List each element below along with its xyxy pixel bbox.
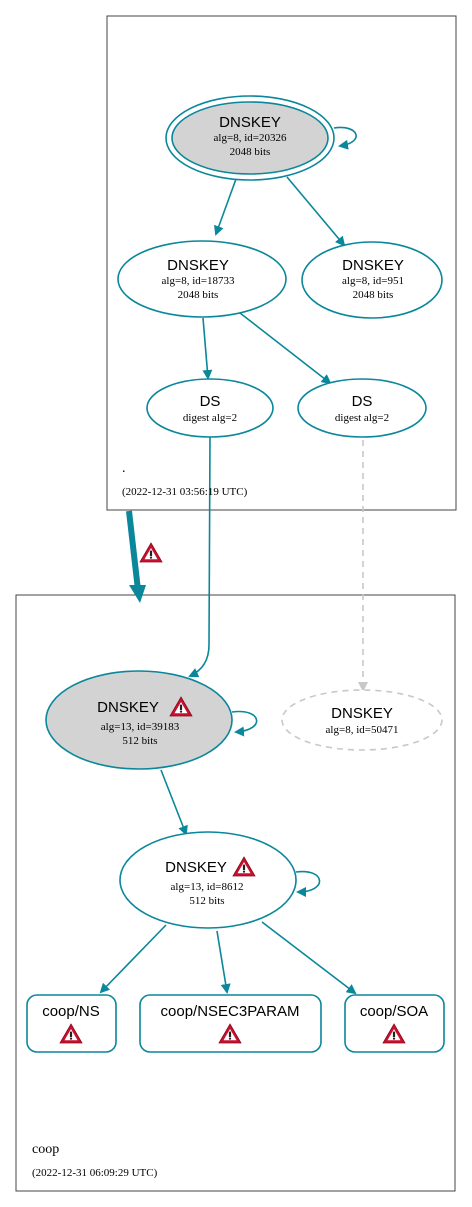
node-bits: 2048 bits <box>353 289 394 301</box>
node-dnskey-951: DNSKEY alg=8, id=951 2048 bits <box>301 241 443 319</box>
node-bits: 512 bits <box>122 735 157 747</box>
edge-8612-nsec3param <box>216 930 231 994</box>
node-detail: alg=13, id=8612 <box>171 881 244 893</box>
edge-18733-ds2 <box>239 312 332 385</box>
delegation-edge <box>126 510 141 591</box>
node-title: DS <box>200 393 221 410</box>
node-ds-1: DS digest alg=2 <box>146 378 274 438</box>
node-ds-2: DS digest alg=2 <box>297 378 427 438</box>
node-dnskey-50471-missing: DNSKEY alg=8, id=50471 <box>281 689 443 751</box>
node-dnskey-8612: DNSKEY alg=13, id=8612 512 bits <box>119 831 297 929</box>
rrset-coop-ns: coop/NS <box>26 994 117 1053</box>
node-detail: digest alg=2 <box>335 412 389 424</box>
node-dnskey-39183: DNSKEY alg=13, id=39183 512 bits <box>45 670 233 770</box>
edge-8612-soa <box>261 921 357 995</box>
rrset-label: coop/SOA <box>360 1003 428 1020</box>
node-title: DS <box>352 393 373 410</box>
edge-20326-18733 <box>214 178 237 236</box>
node-detail: alg=8, id=18733 <box>162 275 235 287</box>
node-bits: 512 bits <box>189 895 224 907</box>
node-title: DNSKEY <box>331 705 393 722</box>
node-dnskey-18733: DNSKEY alg=8, id=18733 2048 bits <box>117 240 287 318</box>
delegation-arrowhead <box>129 585 146 603</box>
edge-20326-951 <box>286 176 346 247</box>
node-bits: 2048 bits <box>178 289 219 301</box>
node-detail: alg=8, id=50471 <box>326 724 399 736</box>
edge-self-8612 <box>295 870 321 897</box>
edge-18733-ds1 <box>202 317 213 380</box>
rrset-label: coop/NS <box>42 1003 100 1020</box>
node-detail: alg=8, id=951 <box>342 275 404 287</box>
edge-39183-8612 <box>160 769 188 836</box>
edge-self-39183 <box>231 710 258 737</box>
node-dnskey-20326: DNSKEY alg=8, id=20326 2048 bits <box>165 95 335 181</box>
delegation-warning-icon <box>139 542 163 563</box>
node-detail: digest alg=2 <box>183 412 237 424</box>
rrset-coop-soa: coop/SOA <box>344 994 445 1053</box>
zone-timestamp-root: (2022-12-31 03:56:19 UTC) <box>122 486 248 498</box>
node-title: DNSKEY <box>97 699 159 716</box>
node-title: DNSKEY <box>219 114 281 131</box>
edge-ds1-39183 <box>188 436 211 678</box>
zone-name-coop: coop <box>32 1142 59 1157</box>
zone-timestamp-coop: (2022-12-31 06:09:29 UTC) <box>32 1167 158 1179</box>
node-detail: alg=8, id=20326 <box>214 132 287 144</box>
edge-8612-ns <box>99 924 167 994</box>
node-title: DNSKEY <box>167 257 229 274</box>
edge-self-20326 <box>333 126 357 150</box>
zone-name-root: . <box>122 461 126 476</box>
node-title: DNSKEY <box>342 257 404 274</box>
node-bits: 2048 bits <box>230 146 271 158</box>
zone-box-coop <box>15 594 456 1192</box>
node-title: DNSKEY <box>165 859 227 876</box>
rrset-coop-nsec3param: coop/NSEC3PARAM <box>139 994 322 1053</box>
rrset-label: coop/NSEC3PARAM <box>161 1003 300 1020</box>
node-detail: alg=13, id=39183 <box>101 721 180 733</box>
zone-box-root <box>106 15 457 511</box>
